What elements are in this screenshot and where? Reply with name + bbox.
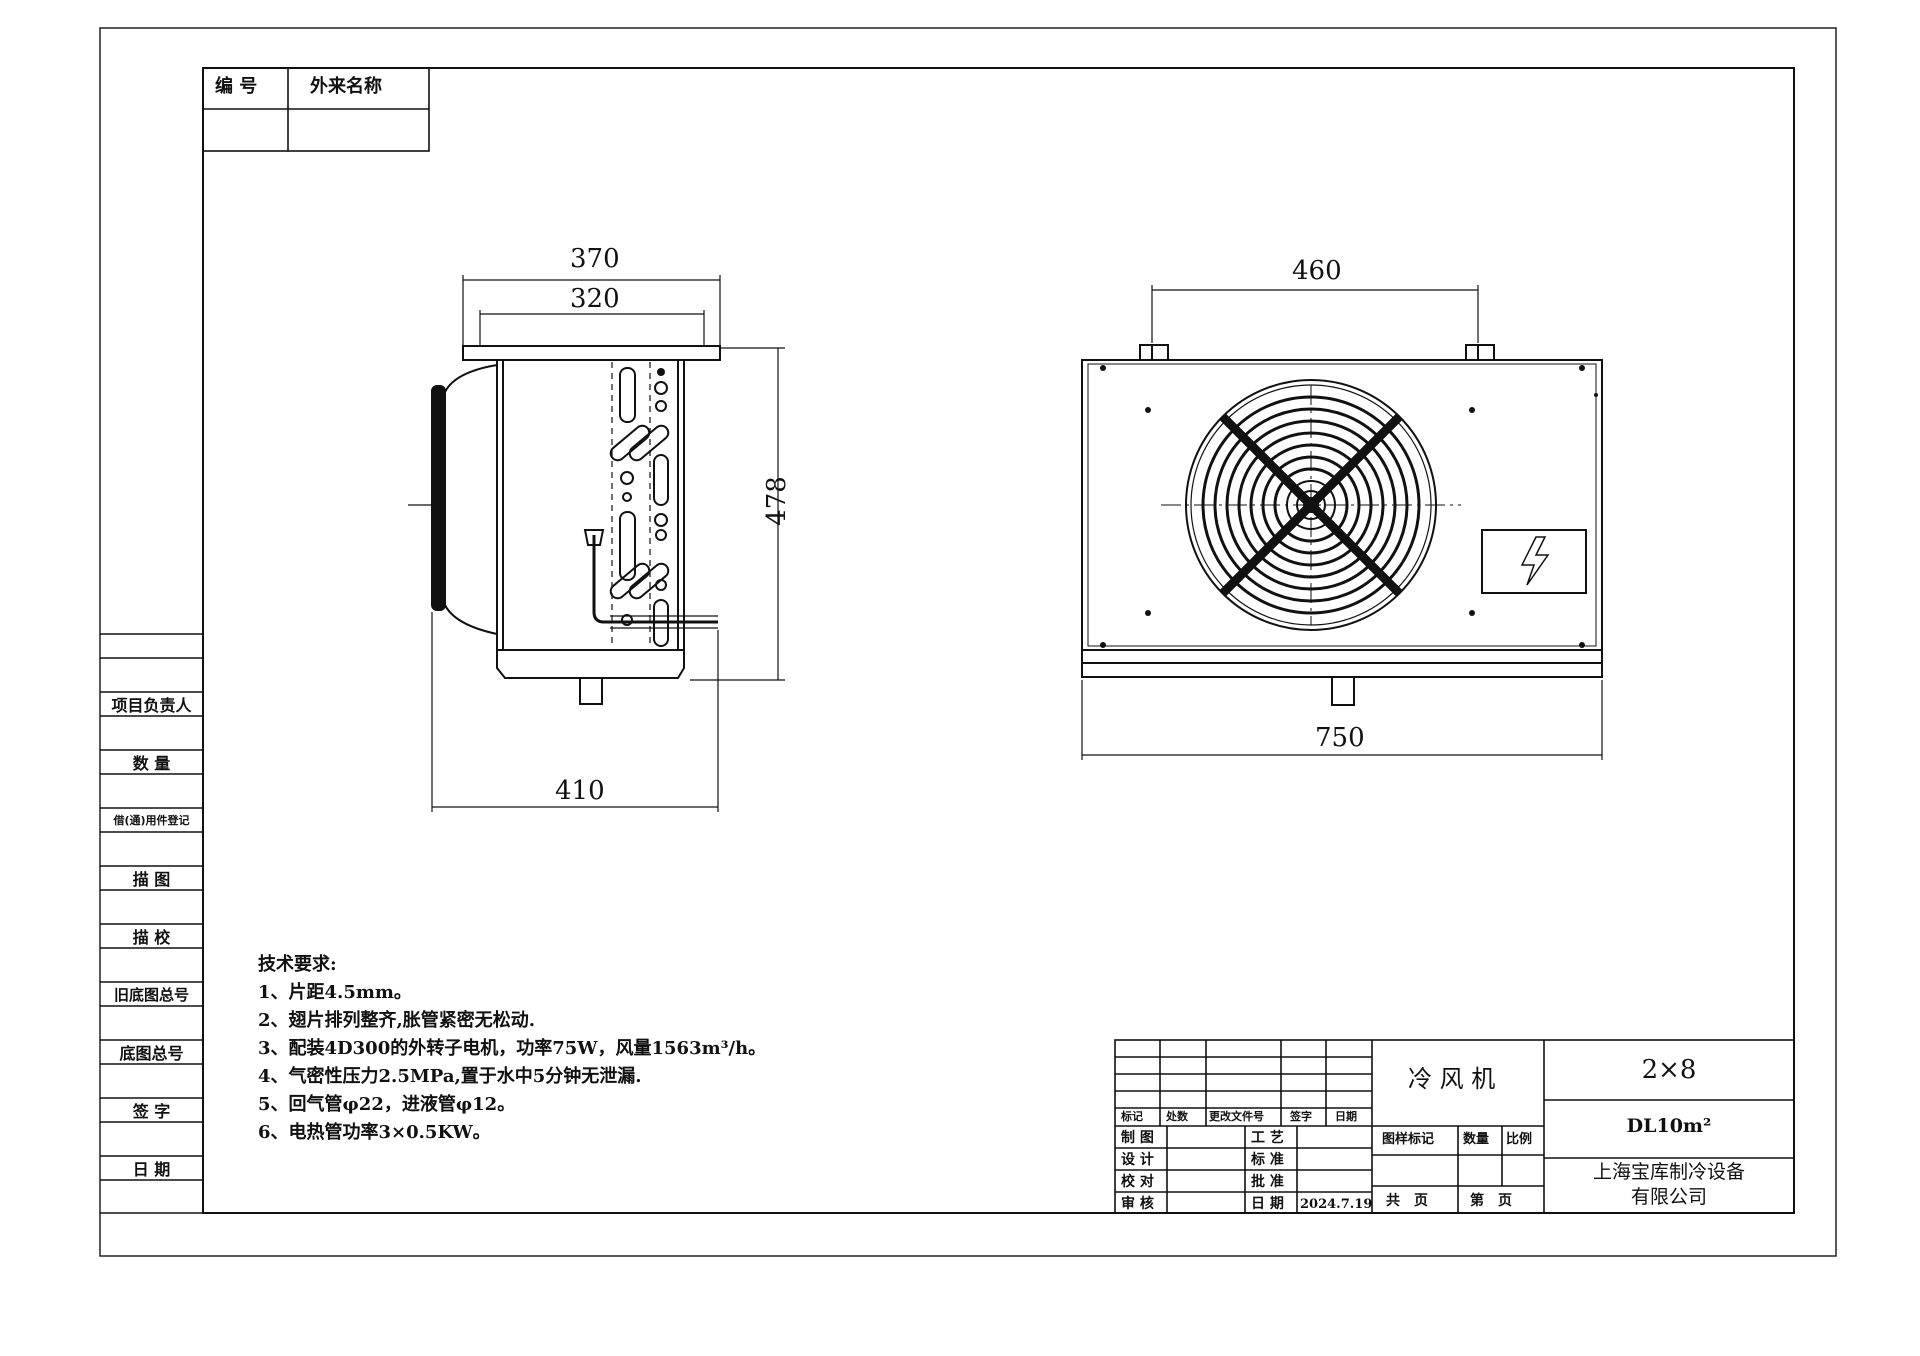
product-spec: 2×8 [1641, 1055, 1697, 1085]
dim-front-top: 460 [1292, 256, 1342, 286]
role-date: 日 期 [1251, 1196, 1284, 1212]
role-review: 审 核 [1121, 1196, 1154, 1212]
dim-side-top-inner: 320 [570, 284, 620, 314]
front-view-fan-guard [1161, 379, 1461, 631]
header-col-number: 编 号 [215, 76, 258, 97]
strip-shared-parts-register: 借(通)用件登记 [113, 814, 190, 827]
front-view-drain-pan [1081, 662, 1603, 678]
dim-front-bottom: 750 [1315, 723, 1365, 753]
side-view-dimension-lines [431, 275, 785, 812]
front-view-electrical-box [1481, 529, 1587, 594]
dim-side-top-outer: 370 [570, 244, 620, 274]
role-process: 工 艺 [1251, 1130, 1284, 1146]
side-view-fan-ring [431, 385, 446, 611]
dim-side-height: 478 [761, 476, 792, 526]
inner-border [202, 67, 1795, 1214]
role-design: 设 计 [1121, 1152, 1154, 1168]
notes-item-2: 2、翅片排列整齐,胀管紧密无松动. [258, 1010, 536, 1031]
strip-base-number: 底图总号 [119, 1044, 184, 1063]
outer-border [99, 27, 1837, 1257]
total-sheets-label: 共 页 [1386, 1193, 1428, 1209]
company-name-line2: 有限公司 [1630, 1186, 1707, 1208]
header-col-external-name: 外来名称 [310, 76, 382, 97]
rev-header-sign: 签字 [1290, 1110, 1312, 1123]
lightning-icon [1520, 536, 1550, 586]
strip-date: 日 期 [132, 1160, 171, 1179]
front-view-drain-pipe [1331, 676, 1355, 706]
strip-old-base-number: 旧底图总号 [113, 986, 189, 1004]
side-view-drain-pipe [579, 677, 603, 705]
side-view-drain-pan [496, 650, 685, 679]
notes-item-5: 5、回气管φ22，进液管φ12。 [258, 1094, 516, 1115]
front-view-body [1081, 359, 1603, 651]
scale-label: 比例 [1506, 1132, 1533, 1147]
rev-header-change-doc: 更改文件号 [1209, 1110, 1264, 1123]
front-view-dimension-lines [1081, 285, 1603, 760]
front-view [1081, 344, 1603, 706]
notes-item-4: 4、气密性压力2.5MPa,置于水中5分钟无泄漏. [258, 1066, 642, 1087]
role-approve: 批 准 [1251, 1174, 1284, 1190]
strip-quantity: 数 量 [132, 754, 171, 773]
rev-header-date: 日期 [1335, 1110, 1357, 1123]
drawing-date: 2024.7.19 [1300, 1197, 1373, 1212]
left-strip-lines [100, 633, 203, 1214]
side-view-body [496, 359, 685, 651]
strip-trace-check: 描 校 [132, 928, 171, 947]
strip-project-lead: 项目负责人 [111, 696, 192, 715]
strip-tracing: 描 图 [132, 870, 171, 889]
role-drawn: 制 图 [1121, 1130, 1154, 1146]
product-model: DL10m² [1626, 1115, 1712, 1137]
side-view [408, 345, 721, 705]
rev-header-count: 处数 [1166, 1110, 1188, 1123]
side-view-fan-guard-profile [444, 364, 498, 635]
quantity-label: 数量 [1463, 1132, 1490, 1147]
sheet-number-label: 第 页 [1470, 1193, 1512, 1209]
dim-side-bottom: 410 [555, 776, 605, 806]
header-table-lines [202, 67, 430, 152]
notes-item-1: 1、片距4.5mm。 [258, 982, 412, 1003]
role-standard: 标 准 [1251, 1152, 1284, 1168]
rev-header-mark: 标记 [1121, 1110, 1143, 1123]
role-check: 校 对 [1121, 1174, 1154, 1190]
notes-item-6: 6、电热管功率3×0.5KW。 [258, 1122, 491, 1143]
side-view-top-flange [462, 345, 721, 361]
title-block-lines [1114, 1039, 1795, 1214]
strip-signature: 签 字 [132, 1102, 171, 1121]
product-name: 冷 风 机 [1408, 1065, 1496, 1093]
sample-mark-label: 图样标记 [1382, 1132, 1435, 1147]
notes-title: 技术要求: [258, 954, 337, 975]
notes-item-3: 3、配装4D300的外转子电机，功率75W，风量1563m³/h。 [258, 1038, 767, 1059]
company-name-line1: 上海宝库制冷设备 [1592, 1161, 1745, 1183]
